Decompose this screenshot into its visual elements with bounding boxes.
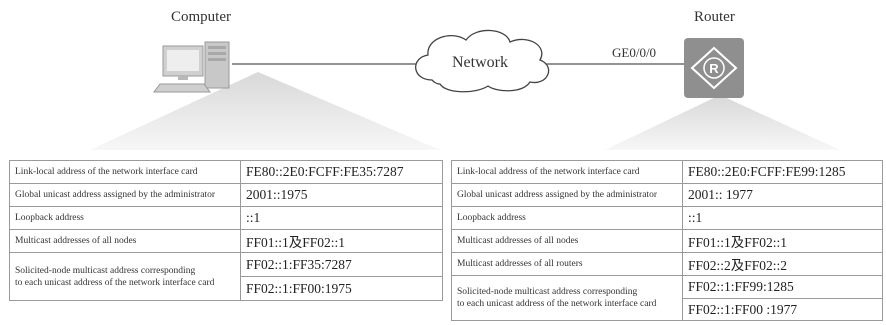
- router-icon: R: [684, 38, 744, 98]
- table-key-line: Solicited-node multicast address corresp…: [15, 265, 196, 276]
- table-key-cell: Multicast addresses of all routers: [451, 252, 683, 276]
- table-key-line: Solicited-node multicast address corresp…: [457, 287, 638, 297]
- router-address-table: Link-local address of the network interf…: [451, 160, 883, 321]
- table-key-cell: Link-local address of the network interf…: [9, 160, 241, 184]
- table-value-cell: FF02::1:FF00 :1977: [682, 298, 883, 321]
- table-key-cell: Global unicast address assigned by the a…: [9, 183, 241, 207]
- table-row: Multicast addresses of all nodes FF01::1…: [451, 229, 883, 253]
- table-key-cell: Solicited-node multicast address corresp…: [451, 275, 683, 321]
- table-row: FF02::1:FF00 :1977: [452, 298, 883, 321]
- table-key-cell: Loopback address: [9, 206, 241, 230]
- table-row: Link-local address of the network interf…: [451, 160, 883, 184]
- table-value-cell: FE80::2E0:FCFF:FE35:7287: [240, 160, 443, 184]
- table-row: Solicited-node multicast address corresp…: [451, 275, 883, 321]
- cloud-icon: [415, 29, 550, 93]
- network-label: Network: [452, 54, 508, 71]
- table-row: Multicast addresses of all routers FF02:…: [451, 252, 883, 276]
- table-row: Global unicast address assigned by the a…: [451, 183, 883, 207]
- svg-text:R: R: [709, 61, 719, 76]
- table-value-cell: ::1: [240, 206, 443, 230]
- table-value-cell: FF02::1:FF99:1285: [682, 275, 883, 299]
- table-key-cell: Global unicast address assigned by the a…: [451, 183, 683, 207]
- table-value-cell: ::1: [682, 206, 883, 230]
- table-value-cell: 2001:: 1977: [682, 183, 883, 207]
- table-row: Solicited-node multicast address corresp…: [9, 252, 443, 301]
- table-value-cell: 2001::1975: [240, 183, 443, 207]
- table-value-cell: FF02::2及FF02::2: [682, 252, 883, 276]
- router-label: Router: [694, 9, 735, 25]
- table-row: Loopback address ::1: [9, 206, 443, 230]
- computer-label: Computer: [171, 9, 231, 25]
- table-key-cell: Link-local address of the network interf…: [451, 160, 683, 184]
- table-key-cell: Multicast addresses of all nodes: [9, 229, 241, 253]
- table-value-cell: FF01::1及FF02::1: [240, 229, 443, 253]
- table-value-cell: FF02::1:FF00:1975: [240, 276, 443, 301]
- table-row: Link-local address of the network interf…: [9, 160, 443, 184]
- desktop-computer-icon: [153, 41, 230, 93]
- table-key-cell: Solicited-node multicast address corresp…: [9, 252, 241, 301]
- computer-callout-fan: [90, 72, 440, 150]
- table-key-cell: Multicast addresses of all nodes: [451, 229, 683, 253]
- table-row: Multicast addresses of all nodes FF01::1…: [9, 229, 443, 253]
- table-key-line: to each unicast address of the network i…: [457, 299, 657, 309]
- router-interface-label: GE0/0/0: [612, 45, 657, 60]
- table-row: FF02::1:FF00:1975: [10, 276, 443, 301]
- table-value-cell: FF01::1及FF02::1: [682, 229, 883, 253]
- table-value-cell: FF02::1:FF35:7287: [240, 252, 443, 277]
- table-key-line: to each unicast address of the network i…: [15, 277, 215, 288]
- table-value-cell: FE80::2E0:FCFF:FE99:1285: [682, 160, 883, 184]
- computer-address-table: Link-local address of the network interf…: [9, 160, 443, 301]
- router-callout-fan: [605, 95, 840, 150]
- table-row: Loopback address ::1: [451, 206, 883, 230]
- table-key-cell: Loopback address: [451, 206, 683, 230]
- table-row: Global unicast address assigned by the a…: [9, 183, 443, 207]
